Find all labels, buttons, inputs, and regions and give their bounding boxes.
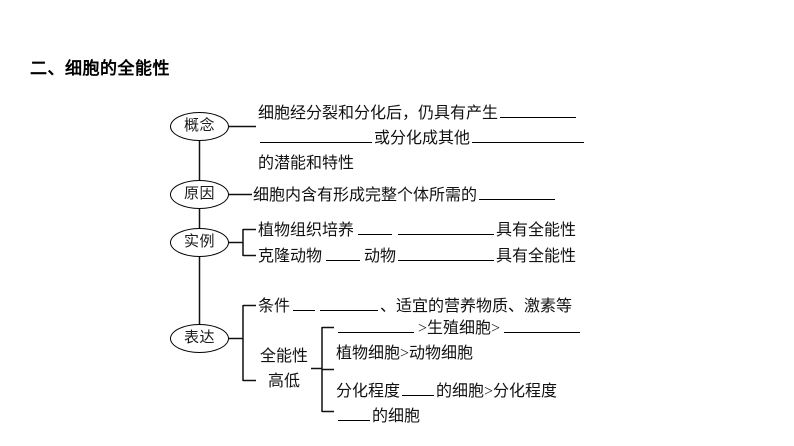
compare-blank-3[interactable] bbox=[402, 379, 435, 396]
compare-blank-4[interactable] bbox=[338, 404, 370, 421]
concept-text-b: 或分化成其他 bbox=[374, 130, 471, 147]
page-title: 二、细胞的全能性 bbox=[30, 59, 170, 78]
example-2-dash-icon bbox=[326, 251, 361, 261]
example-2-mid: 动物 bbox=[364, 248, 397, 265]
example-2-tail: 具有全能性 bbox=[496, 248, 577, 265]
example-row-2: 克隆动物 动物 具有全能性 bbox=[258, 244, 576, 269]
node-express[interactable]: 表达 bbox=[170, 324, 229, 353]
concept-line-3: 的潜能和特性 bbox=[258, 151, 354, 176]
example-blank-2[interactable] bbox=[398, 244, 495, 261]
concept-blank-2[interactable] bbox=[260, 126, 372, 143]
express-compare-row-2: 植物细胞>动物细胞 bbox=[336, 341, 473, 366]
reason-text-a: 细胞内含有形成完整个体所需的 bbox=[253, 187, 478, 204]
example-1-lead: 植物组织培养 bbox=[258, 222, 355, 239]
node-concept[interactable]: 概念 bbox=[170, 112, 229, 141]
compare-3-a: 分化程度 bbox=[336, 383, 401, 400]
express-compare-row-1: >生殖细胞> bbox=[336, 316, 582, 341]
compare-2-text: 植物细胞>动物细胞 bbox=[336, 345, 474, 362]
reason-line: 细胞内含有形成完整个体所需的 bbox=[253, 183, 557, 208]
compare-blank-2[interactable] bbox=[504, 316, 581, 333]
concept-blank-1[interactable] bbox=[500, 101, 577, 118]
example-2-lead: 克隆动物 bbox=[258, 248, 323, 265]
reason-blank-1[interactable] bbox=[479, 183, 556, 200]
express-condition-row: 条件 、适宜的营养物质、激素等 bbox=[258, 294, 572, 319]
compare-1-mid: >生殖细胞> bbox=[418, 320, 501, 337]
concept-text-c: 的潜能和特性 bbox=[258, 155, 355, 172]
condition-dash-icon bbox=[293, 301, 316, 311]
example-1-dash-icon bbox=[358, 225, 393, 235]
express-condition-blank[interactable] bbox=[320, 294, 379, 311]
express-condition-tail: 、适宜的营养物质、激素等 bbox=[380, 298, 573, 315]
express-compare-row-3-cont: 的细胞 bbox=[336, 404, 420, 429]
concept-line-2: 或分化成其他 bbox=[258, 126, 586, 151]
compare-3-b: 的细胞>分化程度 bbox=[436, 383, 558, 400]
express-totipotency-label-line1: 全能性 bbox=[259, 348, 308, 365]
concept-line-1: 细胞经分裂和分化后，仍具有产生 bbox=[258, 101, 578, 126]
node-example[interactable]: 实例 bbox=[170, 228, 229, 257]
example-blank-1[interactable] bbox=[398, 218, 495, 235]
node-reason[interactable]: 原因 bbox=[170, 180, 229, 209]
concept-blank-3[interactable] bbox=[472, 126, 585, 143]
compare-3-c: 的细胞 bbox=[372, 408, 421, 425]
compare-blank-1[interactable] bbox=[338, 316, 414, 333]
express-condition-label: 条件 bbox=[258, 298, 291, 315]
concept-text-a: 细胞经分裂和分化后，仍具有产生 bbox=[258, 105, 499, 122]
express-totipotency-label-line2: 高低 bbox=[267, 373, 300, 390]
example-1-tail: 具有全能性 bbox=[496, 222, 577, 239]
express-compare-row-3: 分化程度 的细胞>分化程度 bbox=[336, 379, 557, 404]
example-row-1: 植物组织培养 具有全能性 bbox=[258, 218, 576, 243]
